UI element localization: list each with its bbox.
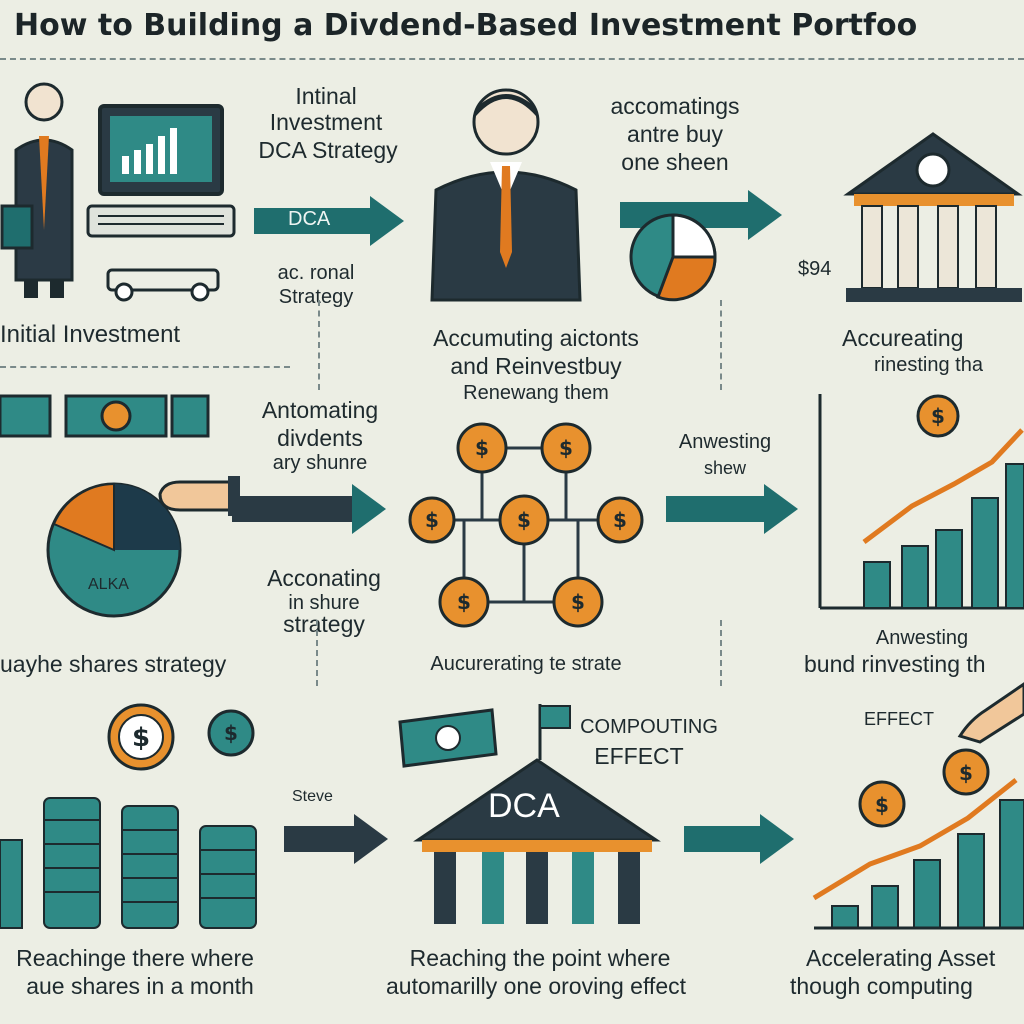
svg-text:$: $ <box>959 761 973 785</box>
svg-text:$: $ <box>571 590 585 614</box>
flag-icon <box>538 704 571 760</box>
hand-icon <box>158 476 240 516</box>
bank-value-label: $94 <box>798 258 832 280</box>
coin-network-icon: $ $ $ $ $ $ $ <box>408 422 644 628</box>
pie-chart-icon <box>46 482 182 618</box>
row-divider-right <box>720 300 722 390</box>
row3-arrow-label: Steve <box>292 788 333 805</box>
row1-col3-caption-line1: Accumuting aictonts <box>433 325 639 351</box>
row2-arrow-1 <box>232 484 386 534</box>
bank-icon <box>843 132 1023 302</box>
row1-col3-caption-line3: Renewang them <box>463 382 609 404</box>
row1-col4-caption-line1: Accureating <box>842 326 964 351</box>
bar-chart-icon: $ $ <box>812 682 1024 930</box>
row3-col1-caption-line1: Reachinge there where <box>16 945 254 971</box>
bank-icon <box>413 758 661 924</box>
row2-col3-caption: Aucurerating te strate <box>430 653 622 675</box>
laptop-icon <box>86 104 236 302</box>
row2-col2-bottom-line1: Acconating <box>267 565 381 591</box>
row1-col3-top-line1: accomatings <box>610 93 740 119</box>
row1-arrow-1: DCA <box>254 196 404 246</box>
row2-col1-caption: uayhe shares strategy <box>0 651 227 677</box>
row1-col2-bottom-line2: Strategy <box>278 286 354 308</box>
row1-col3-caption-line2: and Reinvestbuy <box>450 353 622 379</box>
row-divider-right-lower <box>720 620 722 686</box>
coin-icon: $ <box>107 703 175 771</box>
row3-col4-tag: EFFECT <box>864 709 934 729</box>
row2-col2-bottom-line2: in shure <box>288 592 360 614</box>
row1-arrow-1-label: DCA <box>288 208 331 230</box>
row1-col4-caption-line2: rinesting tha <box>874 354 983 376</box>
svg-text:$: $ <box>875 793 889 817</box>
row3-col3-caption-line2: automarilly one oroving effect <box>385 973 687 999</box>
dollar-bill-icon <box>0 394 210 438</box>
row1-col2-top-line1: Intinal <box>295 83 357 109</box>
pie-chart-icon <box>629 213 717 302</box>
svg-text:$: $ <box>224 721 238 745</box>
svg-text:$: $ <box>931 404 945 428</box>
svg-text:$: $ <box>559 436 573 460</box>
row2-col4-caption-line1: Anwesting <box>875 627 969 649</box>
row1-col2-top-line2: Investment <box>269 109 383 135</box>
row1-col2-top-line3: DCA Strategy <box>258 137 398 163</box>
coin-icon: $ <box>207 709 255 757</box>
row2-col4-top-line2: shew <box>703 458 747 478</box>
bank-dca-label: DCA <box>488 787 560 825</box>
person-icon <box>14 82 74 298</box>
row2-arrow-2 <box>666 484 798 534</box>
row3-arrow-2 <box>684 814 794 864</box>
row3-arrow-1 <box>284 814 388 864</box>
row3-col1-caption-line2: aue shares in a month <box>26 973 254 999</box>
row2-col2-top-line1: Antomating <box>261 397 379 423</box>
businessman-icon <box>430 88 582 302</box>
row2-col2-bottom-line3: strategy <box>283 611 365 637</box>
row1-col3-top-line2: antre buy <box>627 121 723 147</box>
coin-stack-icon <box>0 797 257 929</box>
row1-col2-bottom-line1: ac. ronal <box>277 262 355 284</box>
row-divider-mid <box>316 620 318 686</box>
row1-col1-caption: Initial Investment <box>0 321 181 348</box>
pie-label: ALKA <box>88 576 129 593</box>
row3-col4-caption-line1: Accelerating Asset <box>806 946 996 971</box>
row-divider-left <box>318 300 320 390</box>
row1-divider <box>0 366 290 368</box>
page-title: How to Building a Divdend-Based Investme… <box>14 8 918 43</box>
svg-text:$: $ <box>425 508 439 532</box>
row2-col2-top-line3: ary shunre <box>272 452 368 474</box>
row2-col4-top-line1: Anwesting <box>678 431 772 453</box>
compounding-label-line1: COMPOUTING <box>580 716 718 738</box>
svg-text:$: $ <box>517 508 531 532</box>
row3-col4-caption-line2: though computing <box>790 974 973 999</box>
title-divider <box>0 58 1024 60</box>
briefcase-icon <box>0 204 34 250</box>
row2-col4-caption-line2: bund rinvesting th <box>804 652 986 677</box>
row2-col2-top-line2: divdents <box>277 425 363 451</box>
dollar-bill-icon <box>398 708 498 768</box>
svg-text:$: $ <box>457 590 471 614</box>
svg-text:$: $ <box>475 436 489 460</box>
svg-text:$: $ <box>132 723 150 753</box>
bar-chart-icon: $ <box>818 394 1024 610</box>
row3-col3-caption-line1: Reaching the point where <box>409 945 671 971</box>
row1-col3-top-line3: one sheen <box>621 149 729 175</box>
compounding-label-line2: EFFECT <box>594 743 684 769</box>
svg-text:$: $ <box>613 508 627 532</box>
